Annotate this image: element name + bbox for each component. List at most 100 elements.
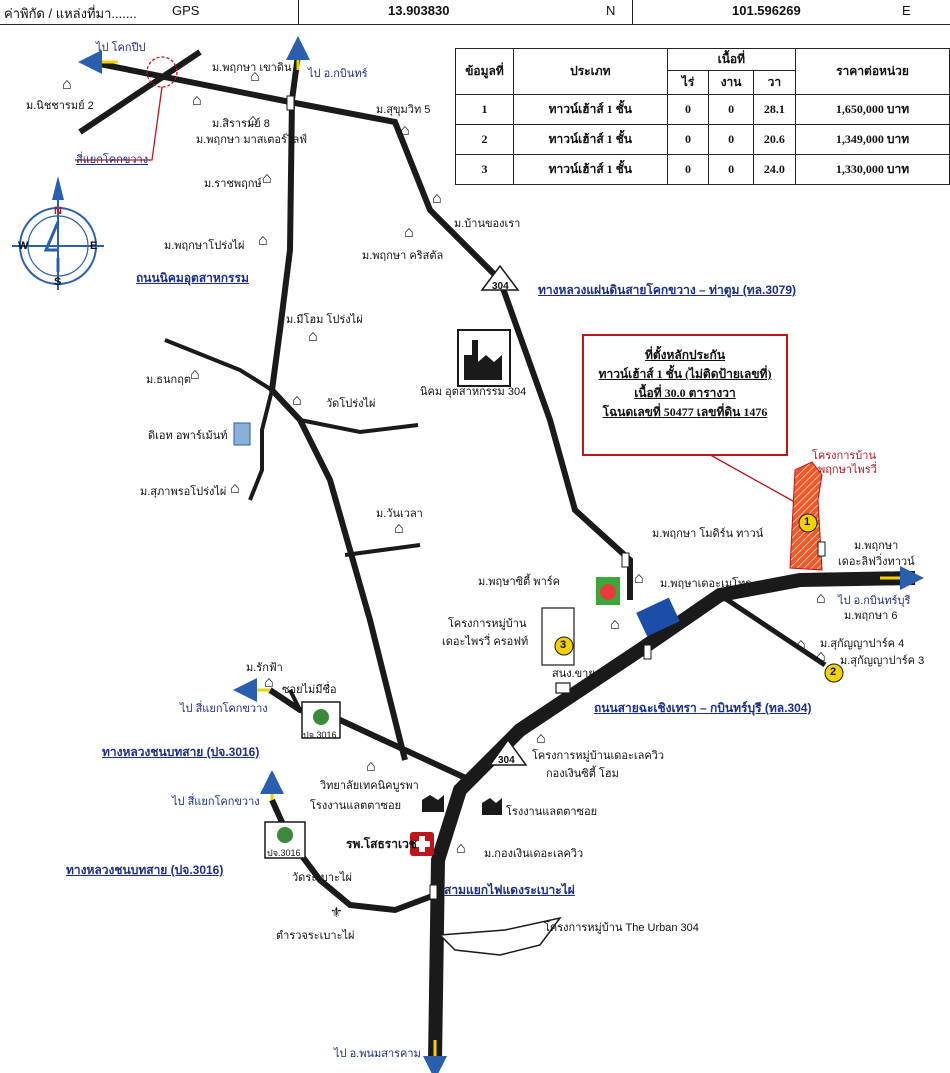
cell-rai: 0 xyxy=(666,94,710,125)
house-icon: ⌂ xyxy=(248,112,258,129)
cell-no: 3 xyxy=(454,154,515,185)
marker-2 xyxy=(824,663,844,683)
house-icon: ⌂ xyxy=(400,122,410,139)
place-suphaphorn: ม.สุภาพรอโปร่งไผ่ xyxy=(140,486,227,498)
dir-sayaek-1: ไป สี่แยกโคกขวาง xyxy=(180,703,268,715)
place-pruksa-khaodin: ม.พฤกษา เขาดิน xyxy=(212,62,292,74)
place-banthongrao: ม.บ้านของเรา xyxy=(454,218,521,230)
table-row: 2 ทาวน์เฮ้าส์ 1 ชั้น 0 0 20.6 1,349,000 … xyxy=(454,124,950,155)
factory-icon xyxy=(457,329,511,387)
house-icon: ⌂ xyxy=(308,328,318,345)
dir-kokpip: ไป โคกปีป xyxy=(96,42,146,54)
callout-leader xyxy=(704,451,801,506)
compass-e: E xyxy=(90,240,98,252)
place-pruksa-metro: ม.พฤษาเดอะเมโทร xyxy=(660,578,752,590)
place-project-pruksa-2: พฤกษาไพรวี่ xyxy=(818,464,877,476)
place-nikhom304: นิคม อุตสาหกรรม 304 xyxy=(420,386,527,398)
house-icon: ⌂ xyxy=(258,232,268,249)
place-theprivi-2: เดอะไพรวี่ ครอฟท์ xyxy=(442,636,529,648)
place-pruksa-le: ม.พฤกษา xyxy=(854,540,899,552)
house-icon: ⌂ xyxy=(610,616,620,633)
pruksa-le-box xyxy=(817,541,826,557)
th-no: ข้อมูลที่ xyxy=(454,48,515,95)
cell-type: ทาวน์เฮ้าส์ 1 ชั้น xyxy=(513,94,668,125)
coord-source-cell: ค่าพิกัด / แหล่งที่มา....... GPS xyxy=(0,0,299,24)
place-nameless: ซอยไม่มีชื่อ xyxy=(282,684,337,696)
side-road-1 xyxy=(164,338,274,392)
side-road-4 xyxy=(344,543,421,557)
place-sukhumvit: ม.สุขุมวิท 5 xyxy=(376,104,431,116)
urban-plot xyxy=(438,916,562,956)
table-row: 3 ทาวน์เฮ้าส์ 1 ชั้น 0 0 24.0 1,330,000 … xyxy=(454,154,950,185)
compass-n: N xyxy=(54,205,62,217)
college-icon: ⌂ xyxy=(366,758,376,775)
cell-wa: 24.0 xyxy=(752,154,797,185)
marker-1 xyxy=(798,513,818,533)
compass-w: W xyxy=(18,240,29,252)
hospital-icon xyxy=(410,832,434,856)
place-tech: วิทยาลัยเทคนิคบูรพา xyxy=(320,780,419,792)
cell-ngan: 0 xyxy=(708,154,754,185)
cell-wa: 28.1 xyxy=(752,94,797,125)
road-kokpip xyxy=(78,49,202,135)
latitude-dir: N xyxy=(606,3,616,18)
longitude-dir: E xyxy=(902,3,911,18)
traffic-light-4 xyxy=(429,884,438,900)
house-icon: ⌂ xyxy=(394,520,404,537)
cell-rai: 0 xyxy=(666,154,710,185)
dir-phanom: ไป อ.พนมสารคาม xyxy=(334,1048,421,1060)
road-label-3016-a: ทางหลวงชนบทสาย (ปจ.3016) xyxy=(102,745,260,759)
house-icon: ⌂ xyxy=(456,840,466,857)
place-urban: โครงการหมู่บ้าน The Urban 304 xyxy=(544,922,699,934)
place-kongngern: ม.กองเงินเดอะเลควิว xyxy=(484,848,584,860)
compass-rose xyxy=(12,176,104,290)
dir-sayaek-2: ไป สี่แยกโคกขวาง xyxy=(172,796,260,808)
house-icon: ⌂ xyxy=(62,76,72,93)
road-label-nikhom: ถนนนิคมอุตสาหกรรม xyxy=(136,271,249,285)
place-pruksa-le-2: เดอะลิฟวิ่งทาวน์ xyxy=(838,556,915,568)
callout-title: ที่ตั้งหลักประกัน xyxy=(644,348,726,362)
sales-office xyxy=(555,682,571,694)
road-label-3016-b: ทางหลวงชนบทสาย (ปจ.3016) xyxy=(66,863,224,877)
house-icon: ⌂ xyxy=(816,648,826,665)
th-rai: ไร่ xyxy=(666,70,710,95)
marker-2-label: 2 xyxy=(830,666,837,678)
place-rakfa: ม.รักฟ้า xyxy=(246,662,283,674)
place-thanakrit: ม.ธนกฤต xyxy=(146,374,192,386)
sign-3016-a xyxy=(301,701,341,739)
apartment-icon xyxy=(233,422,251,446)
small-factory-1 xyxy=(422,795,444,812)
place-pruksa-city: ม.พฤษาซิตี้ พาร์ค xyxy=(478,576,561,588)
house-icon: ⌂ xyxy=(816,590,826,607)
place-lakeview-2: กองเงินซิตี้ โฮม xyxy=(546,768,619,780)
traffic-light-3 xyxy=(643,644,652,660)
cell-type: ทาวน์เฮ้าส์ 1 ชั้น xyxy=(513,124,668,155)
house-icon: ⌂ xyxy=(230,480,240,497)
dir-kabin: ไป อ.กบินทร์ xyxy=(308,68,368,80)
cell-ngan: 0 xyxy=(708,124,754,155)
coordinate-header: ค่าพิกัด / แหล่งที่มา....... GPS 13.9038… xyxy=(0,0,950,25)
callout-area: เนื้อที่ 30.0 ตารางวา xyxy=(634,386,736,400)
place-wanwela: ม.วันเวลา xyxy=(376,508,423,520)
house-icon: ⌂ xyxy=(796,636,806,653)
place-factory-2: โรงงานแลตตาซอย xyxy=(506,806,598,818)
place-suksa4: ม.สุกัญญาปาร์ค 4 xyxy=(820,638,905,650)
cell-wa: 20.6 xyxy=(752,124,797,155)
place-sirarom: ม.สิรารมย์ 8 xyxy=(212,118,270,130)
coord-label: ค่าพิกัด / แหล่งที่มา....... xyxy=(4,6,137,21)
place-pruksa-modern: ม.พฤกษา โมดิร์น ทาวน์ xyxy=(652,528,764,540)
bigc-icon xyxy=(596,577,620,605)
place-theprivi: โครงการหมู่บ้าน xyxy=(448,618,527,630)
cell-no: 1 xyxy=(454,94,515,125)
th-price: ราคาต่อหน่วย xyxy=(795,48,950,95)
privi-plot xyxy=(541,607,575,666)
lotus-icon xyxy=(636,597,680,637)
table-row: 1 ทาวน์เฮ้าส์ 1 ชั้น 0 0 28.1 1,650,000 … xyxy=(454,94,950,125)
compass-s: S xyxy=(54,276,62,288)
shield-304-b-label: 304 xyxy=(498,755,515,766)
place-lakeview: โครงการหมู่บ้านเดอะเลควิว xyxy=(532,750,665,762)
place-pruksa6: ม.พฤกษา 6 xyxy=(844,610,898,622)
cell-ngan: 0 xyxy=(708,94,754,125)
temple-icon: ⌂ xyxy=(292,392,302,409)
